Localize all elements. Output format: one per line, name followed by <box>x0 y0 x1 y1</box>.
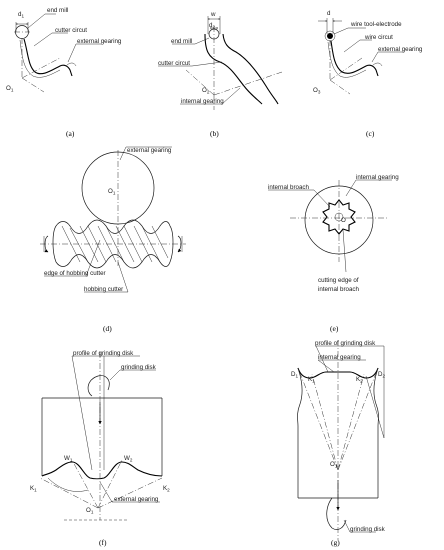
panel-c: d wire tool-electrode wire circut extern… <box>313 10 423 138</box>
caption-e: (e) <box>330 324 339 333</box>
label-grinding-disk-g: grinding disk <box>350 526 386 533</box>
label-external-gearing-a: external gearing <box>77 38 122 45</box>
label-cutting-edge-1: cutting edge of <box>318 277 359 284</box>
label-origin-c: O3 <box>313 87 321 95</box>
caption-f: (f) <box>99 538 107 547</box>
caption-a: (a) <box>66 129 75 138</box>
label-end-mill-b: end mill <box>171 38 192 45</box>
panel-b: w d2 end mill cutter circut O2 internal … <box>158 11 283 138</box>
label-W1: W1 <box>64 455 73 463</box>
caption-d: (d) <box>103 324 112 333</box>
label-K2-f: K2 <box>163 485 170 493</box>
label-D2: D2 <box>378 371 385 379</box>
label-W2: W2 <box>124 455 133 463</box>
label-internal-gearing-g: internal gearing <box>318 354 361 361</box>
caption-c: (c) <box>366 129 375 138</box>
label-wire-tool-electrode: wire tool-electrode <box>350 21 402 28</box>
panel-g: profile of grinding disk internal gearin… <box>291 340 386 547</box>
label-d-c: d <box>327 10 331 17</box>
label-cutter-circut-a: cutter circut <box>55 27 87 34</box>
label-edge-of-hobbing-cutter: edge of hobbing cutter <box>44 270 106 277</box>
panel-a: d1 end mill cutter circut external geari… <box>6 7 122 138</box>
label-d1: d1 <box>18 11 24 19</box>
panel-f: profile of grinding disk grinding disk K… <box>30 350 170 547</box>
label-origin-g: O1 <box>330 461 338 469</box>
label-profile-of-grinding-disk-g: profile of grinding disk <box>315 340 376 347</box>
label-cutter-circut-b: cutter circut <box>158 60 190 67</box>
label-cutting-edge-2: internal broach <box>318 286 359 293</box>
label-end-mill-a: end mill <box>47 7 68 14</box>
label-origin-b: O2 <box>202 87 210 95</box>
label-wire-circut: wire circut <box>364 34 393 41</box>
label-D1: D1 <box>291 371 298 379</box>
label-K1-g: K1 <box>308 376 315 384</box>
label-profile-of-grinding-disk-f: profile of grinding disk <box>73 350 134 357</box>
label-internal-gearing-e: internal gearing <box>356 174 399 181</box>
label-origin-e: O <box>341 217 346 224</box>
label-internal-gearing-b: internal gearing <box>181 98 224 105</box>
workpiece-contour <box>23 38 73 77</box>
workpiece-contour-c <box>330 40 379 77</box>
grinding-disk-profile-f <box>41 461 163 480</box>
internal-gearing-contour <box>204 33 263 105</box>
panel-d: external gearing O1 edge of hobbing cutt… <box>40 146 186 333</box>
label-origin-a: O1 <box>6 85 14 93</box>
label-external-gearing-c: external gearing <box>378 46 423 53</box>
caption-g: (g) <box>331 538 340 547</box>
label-external-gearing-f: external gearing <box>114 496 159 503</box>
caption-b: (b) <box>210 129 219 138</box>
label-origin-d: O1 <box>108 188 116 196</box>
label-hobbing-cutter: hobbing cutter <box>84 286 123 293</box>
label-external-gearing-d: external gearing <box>127 147 172 154</box>
internal-broach-profile <box>322 199 356 235</box>
label-d2: d2 <box>209 22 215 30</box>
label-internal-broach: internal broach <box>268 184 309 191</box>
label-grinding-disk-f: grinding disk <box>121 364 157 371</box>
panel-e: O internal broach internal gearing cutti… <box>268 174 399 333</box>
label-K2-g: K2 <box>356 376 363 384</box>
grinding-disk-profile-g <box>297 367 379 379</box>
hob-thread <box>55 219 171 234</box>
label-K1-f: K1 <box>30 485 37 493</box>
wire-electrode-circle <box>327 33 333 39</box>
label-origin-f: O1 <box>86 507 94 515</box>
label-w: w <box>210 11 216 18</box>
